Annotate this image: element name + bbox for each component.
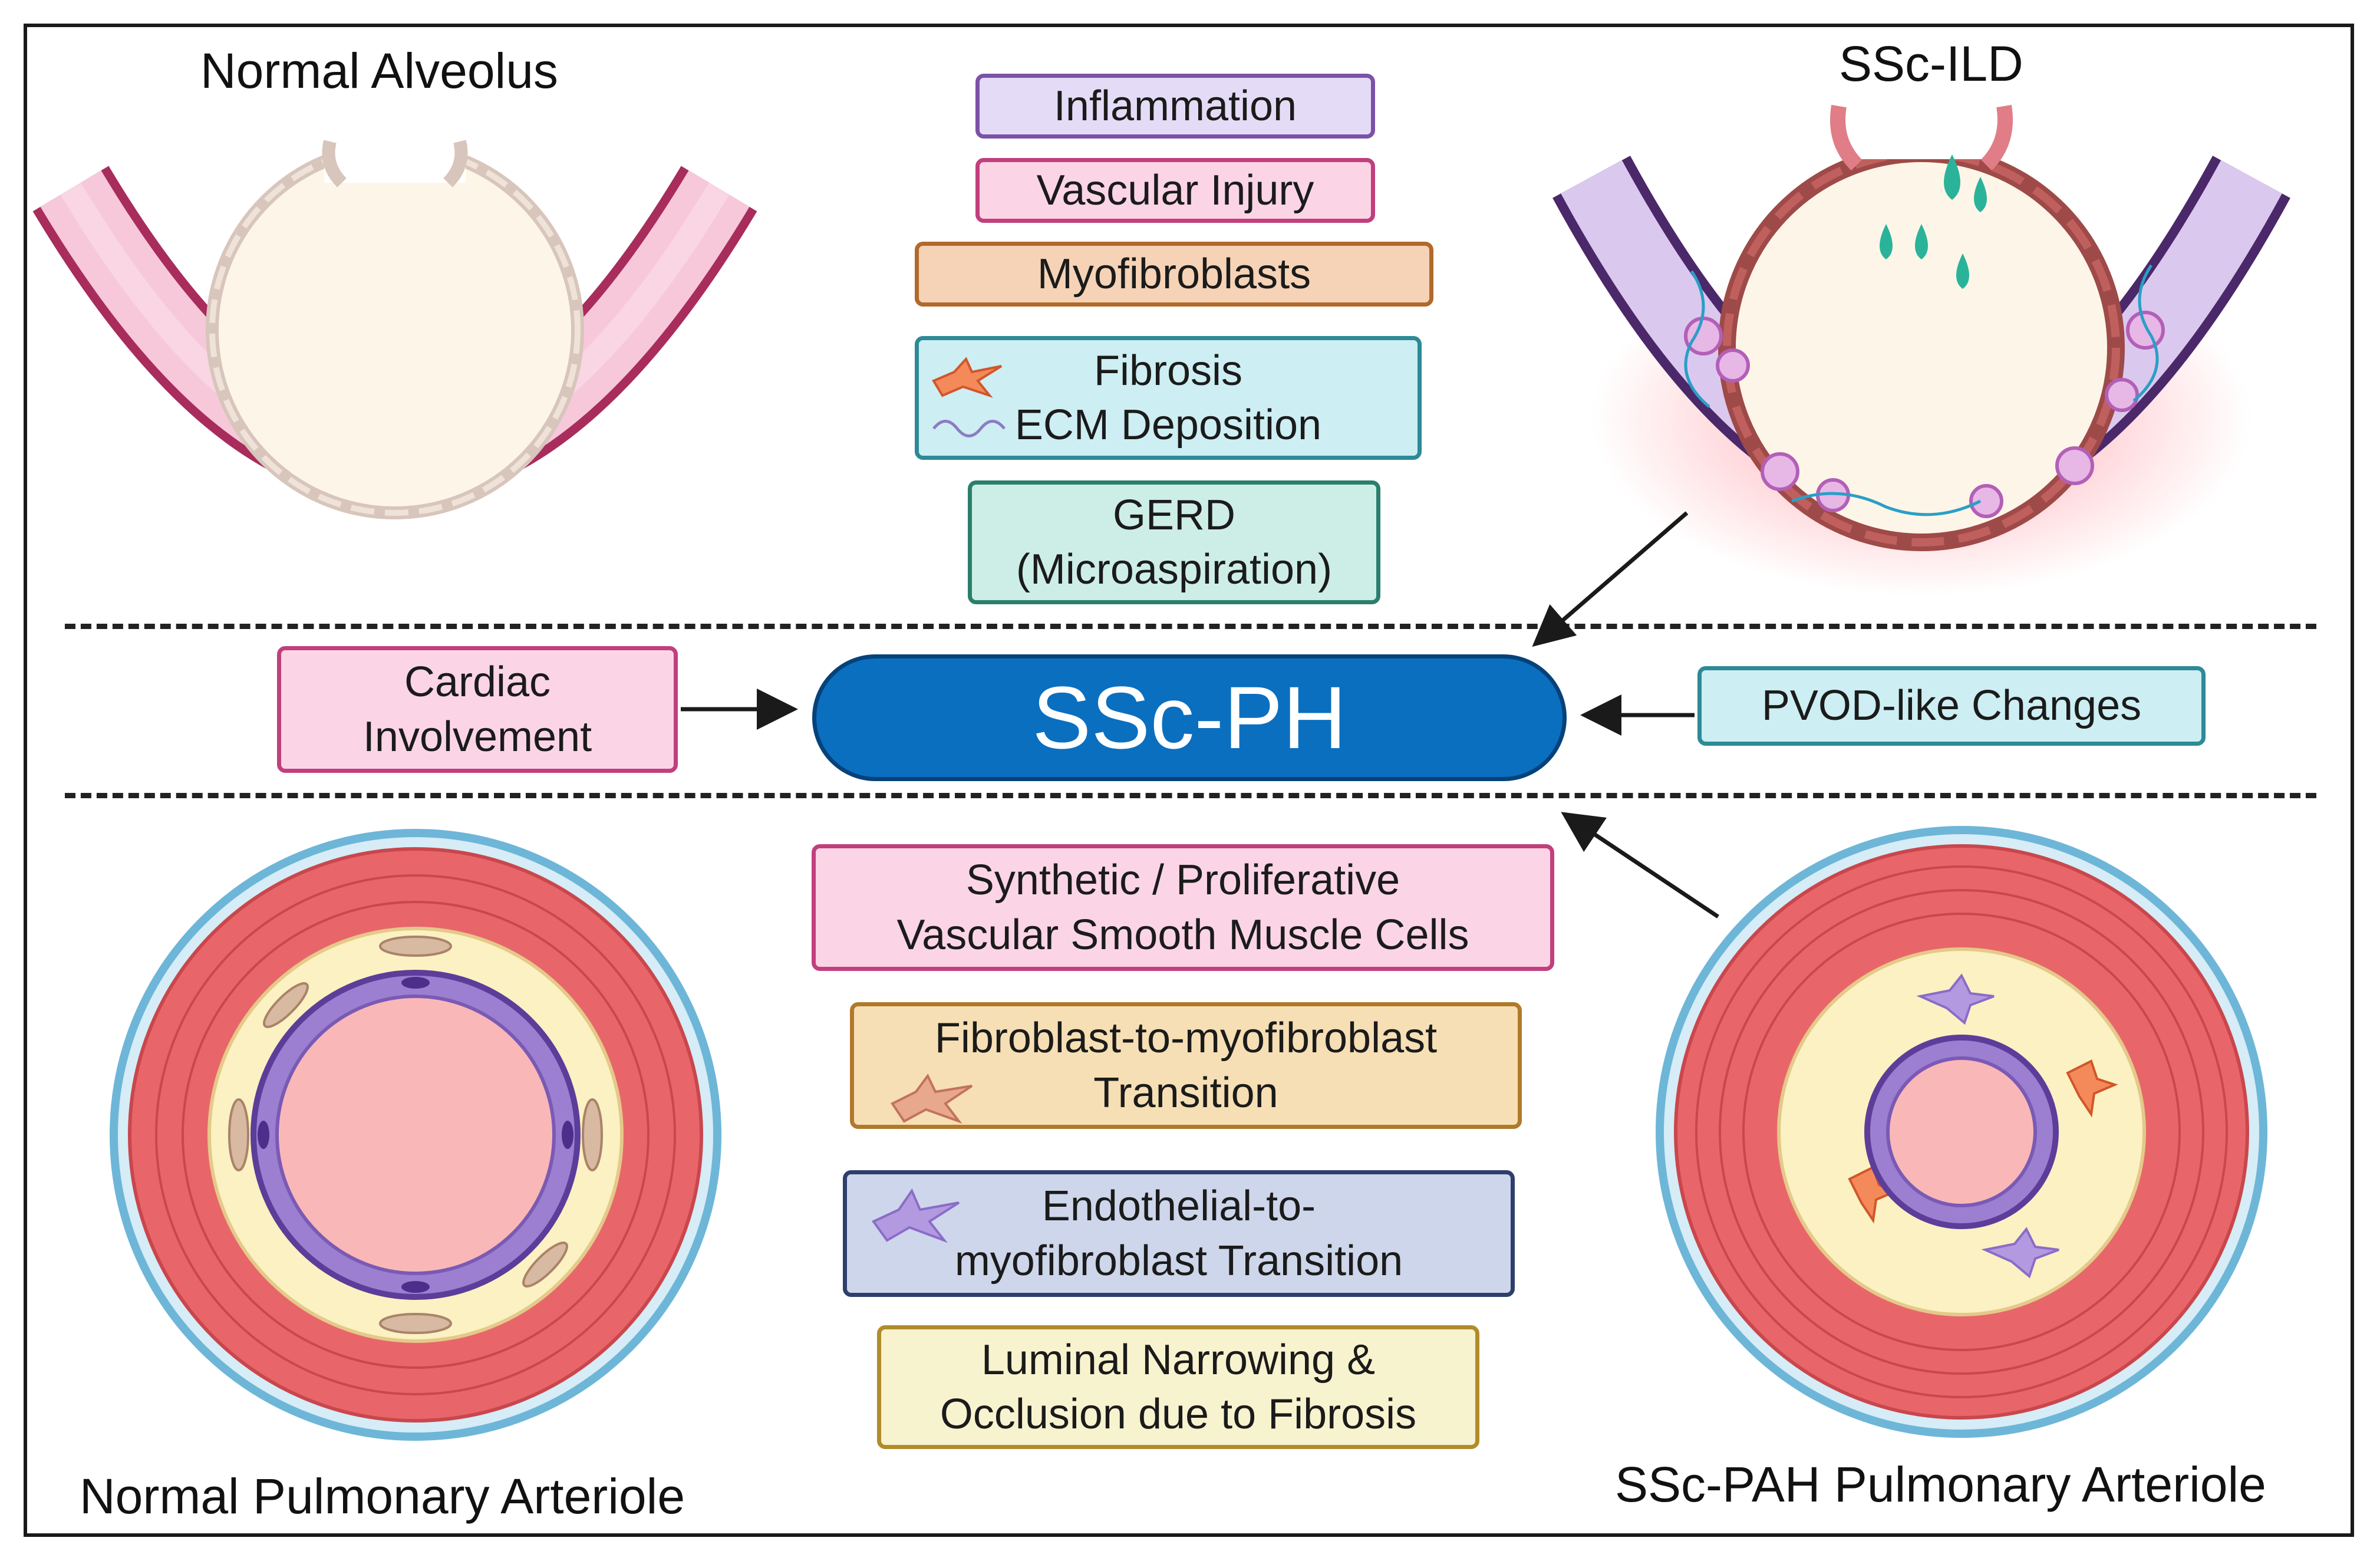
box-fibroblast-to-myofibroblast: Fibroblast-to-myofibroblast Transition	[850, 1002, 1522, 1129]
ssc-pah-arteriole-illustration	[1656, 826, 2267, 1438]
box-fibrosis-ecm: Fibrosis ECM Deposition	[915, 336, 1422, 460]
box-synthetic-vsmc: Synthetic / Proliferative Vascular Smoot…	[812, 844, 1554, 971]
title-normal-arteriole: Normal Pulmonary Arteriole	[80, 1468, 685, 1524]
separator-bottom	[65, 793, 2316, 798]
endothelial-myofibroblast-icon	[871, 1188, 960, 1243]
figure-frame	[24, 24, 2354, 1537]
box-pvod-like-changes: PVOD-like Changes	[1697, 666, 2206, 746]
title-ssc-ild: SSc-ILD	[1839, 36, 2023, 91]
title-normal-alveolus: Normal Alveolus	[200, 43, 558, 98]
separator-top	[65, 624, 2316, 629]
ssc-ild-illustration	[1552, 100, 2290, 595]
arrow-ild-to-ssc-ph	[1532, 511, 1689, 647]
box-inflammation: Inflammation	[975, 74, 1375, 139]
box-myofibroblasts: Myofibroblasts	[915, 242, 1433, 307]
droplet-icons	[1880, 154, 1987, 289]
ssc-ph-center-node: SSc-PH	[812, 654, 1567, 781]
ecm-fibers	[1684, 264, 2159, 516]
ecm-fiber-icon	[932, 420, 1006, 437]
arrow-pah-to-ssc-ph	[1561, 812, 1719, 918]
normal-alveolus-illustration	[32, 130, 757, 519]
box-vascular-injury: Vascular Injury	[975, 158, 1375, 223]
inflammatory-cells	[1684, 311, 2165, 518]
narrowed-lumen	[1886, 1056, 2037, 1207]
box-endothelial-to-myofibroblast: Endothelial-to- myofibroblast Transition	[843, 1170, 1515, 1297]
title-ssc-pah-arteriole: SSc-PAH Pulmonary Arteriole	[1615, 1457, 2266, 1512]
box-luminal-narrowing: Luminal Narrowing & Occlusion due to Fib…	[877, 1325, 1479, 1449]
box-cardiac-involvement: Cardiac Involvement	[277, 646, 678, 773]
box-gerd: GERD (Microaspiration)	[968, 480, 1380, 604]
myofibroblast-icon	[891, 1074, 973, 1124]
lumen	[275, 995, 556, 1275]
fibroblast-icon	[932, 357, 1003, 399]
normal-arteriole-illustration	[110, 829, 721, 1441]
